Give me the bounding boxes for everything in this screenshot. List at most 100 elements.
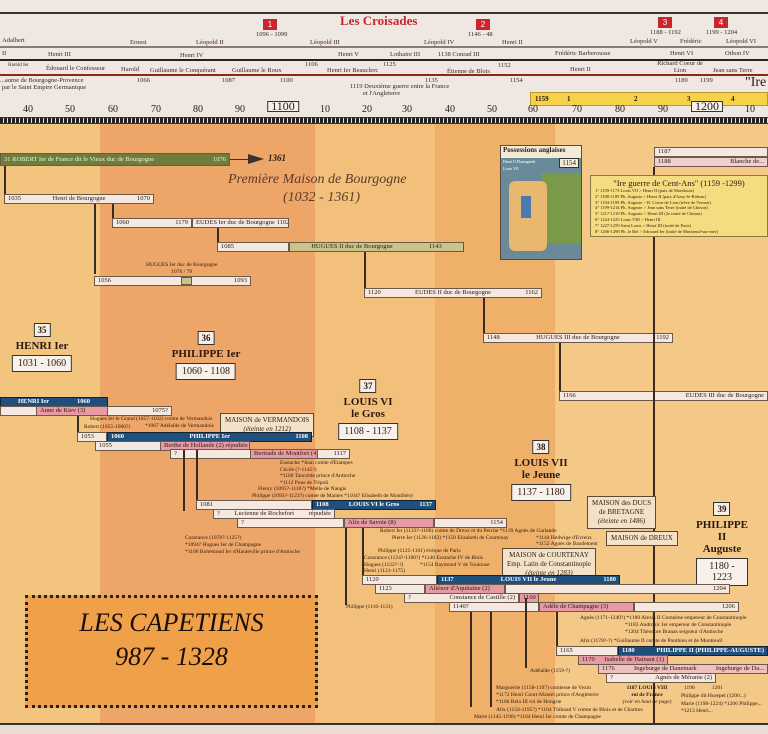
year-label: 1100 xyxy=(280,77,293,84)
cent-ans-line: 7° 1227-1259 Saint Louis > Henri III (tr… xyxy=(595,222,691,228)
lineage-line xyxy=(77,416,79,432)
title-line-2: 987 - 1328 xyxy=(115,642,228,671)
lineage-line xyxy=(653,167,655,723)
band-phase: 2 xyxy=(634,95,638,103)
note-line: Pierre Ier (1126-1183) *1150 Elisabeth d… xyxy=(392,535,509,541)
tick-label: 90 xyxy=(235,104,245,115)
cent-ans-line: 4° 1199-1214 Ph. Auguste > Jean sans Ter… xyxy=(595,205,708,211)
cent-ans-line: 5° 1217-1219 Ph. Auguste > Henri III (2e… xyxy=(595,211,702,217)
tick-label: 70 xyxy=(151,104,161,115)
year-label: 1189 xyxy=(675,77,688,84)
tick-label: 80 xyxy=(193,104,203,115)
note-robert: Robert (1055-1060?) xyxy=(84,424,131,430)
year-label: 1125 xyxy=(383,61,396,68)
poster-title: LES CAPETIENS 987 - 1328 xyxy=(25,595,318,708)
lineage-line xyxy=(559,343,561,391)
ruler-name: Étienne de Blois xyxy=(447,68,490,75)
cent-ans-title: "Ire guerre de Cent-Ans" (1159 -1299) xyxy=(613,178,745,188)
ruler-name: Henri VI xyxy=(670,50,694,57)
arrow-line xyxy=(230,159,250,160)
ruler-name: Harold Ier xyxy=(8,63,29,68)
tick-label: 80 xyxy=(615,104,625,115)
lineage-line xyxy=(556,612,558,646)
map-legend: Henri II Plantagenêt xyxy=(503,159,536,164)
lineage-line xyxy=(4,166,6,194)
note-hugues: Hugues Ier le Grand (1057-1102) comte de… xyxy=(90,416,214,429)
cent-ans-box: "Ire guerre de Cent-Ans" (1159 -1299) 1°… xyxy=(590,175,768,237)
bar-agnes-meranie: ?Agnès de Méranie (2) xyxy=(606,673,716,683)
ruler-name: Othon IV xyxy=(725,50,750,57)
crusade-badge: 4 xyxy=(714,17,728,28)
band-phase: 3 xyxy=(687,95,691,103)
cent-ans-line: 1° 1159-1173 Louis VII > Henri II (paix … xyxy=(595,188,695,193)
lineage-line xyxy=(94,204,96,274)
cent-ans-line: 8° 1266-1298 Ph. le Bel > Edouard Ier (t… xyxy=(595,228,718,234)
map-region xyxy=(541,173,581,243)
note-line: Constance (1124?-1180?) *1140 Eustache I… xyxy=(364,555,484,561)
note-line: Hugues (1122?-?) xyxy=(364,562,404,568)
year-label: 1066 xyxy=(137,77,150,84)
year-label: 1152 xyxy=(498,62,511,69)
bar-philippe1-start: 1053 xyxy=(77,432,107,442)
ruler-name: Henri V xyxy=(338,51,360,58)
note: 1119 Deuxième guerre entre la France xyxy=(350,83,450,90)
note-line: Philippe (1125-1161) évêque de Paris xyxy=(378,548,461,554)
year-label: 1201 xyxy=(712,685,723,691)
ruler-name: Frédéric xyxy=(680,38,702,45)
bar-alienor-start: 1123 xyxy=(375,584,425,594)
year-label: 1199 xyxy=(700,77,713,84)
tick-label: 40 xyxy=(23,104,33,115)
map-title: Possessions anglaises xyxy=(501,146,581,158)
tick-label: 90 xyxy=(658,104,668,115)
ruler-name: Guillaume le Roux xyxy=(232,67,282,74)
lineage-line xyxy=(483,298,485,333)
ruler-name: Léopold V xyxy=(630,38,658,45)
note-marguerite: Marguerite (1158-1197) comtesse de Vexin… xyxy=(496,685,599,705)
ruler-name: Henri Ier Beauclerc xyxy=(327,67,379,74)
ruler-name: Henri III xyxy=(48,51,71,58)
ruler-name: Jean sans Terre xyxy=(713,67,753,74)
cent-ans-line: 2° 1188-1189 Ph. Auguste > Henri II (pai… xyxy=(595,193,706,199)
bar-adele-start: 1140? xyxy=(449,602,539,612)
tick-label: 50 xyxy=(487,104,497,115)
note-line: *1154 Raymond V de Toulouse xyxy=(420,562,490,568)
cent-ans-stub: "Ire xyxy=(745,75,767,90)
ruler-name: Édouard le Confesseur xyxy=(46,65,106,72)
ruler-name: Léopold II xyxy=(196,39,224,46)
bar-adele-end: 1206 xyxy=(634,602,739,612)
map-possessions-anglaises: Possessions anglaises 1154 Henri II Plan… xyxy=(500,145,582,260)
bar-anne-kiev-label: Anne de Kiev (3) xyxy=(36,406,108,416)
bar-eudes1-duke: EUDES Ier duc de Bourgogne 1102 xyxy=(192,218,289,228)
year-label: 1106 xyxy=(305,61,318,68)
ruler-name: Ernest xyxy=(130,39,147,46)
lineage-line xyxy=(112,204,114,218)
ruler-name: Adalbert xyxy=(2,37,25,44)
note-constance: Constance (1078?-1125?)*1094? Hugues Ier… xyxy=(185,535,300,555)
ruler-name: Lothaire III xyxy=(390,51,421,58)
ruler-name: Richard Coeur de Lion xyxy=(657,60,703,74)
lineage-line xyxy=(217,228,219,242)
note-philippe: Philippe (1116-1131) xyxy=(346,604,393,610)
lineage-line xyxy=(364,252,366,288)
ruler-name: Henri IV xyxy=(180,52,204,59)
lineage-line xyxy=(196,450,198,500)
bar-bertrade-label: Bertrade de Montfort (4) xyxy=(250,449,318,459)
tick-label: 1100 xyxy=(267,100,299,112)
note: et l'Angleterre xyxy=(363,90,401,97)
tick-label: 40 xyxy=(445,104,455,115)
year-label: 1135 xyxy=(425,77,438,84)
map-region xyxy=(521,196,531,218)
tick-label: 20 xyxy=(362,104,372,115)
tick-label: 1200 xyxy=(691,100,723,112)
bar-hugues1-reign xyxy=(181,277,192,285)
end-year: 1361 xyxy=(268,153,286,163)
note-line: *1152 Agnès de Baudement xyxy=(536,541,598,547)
lineage-line xyxy=(470,612,472,707)
